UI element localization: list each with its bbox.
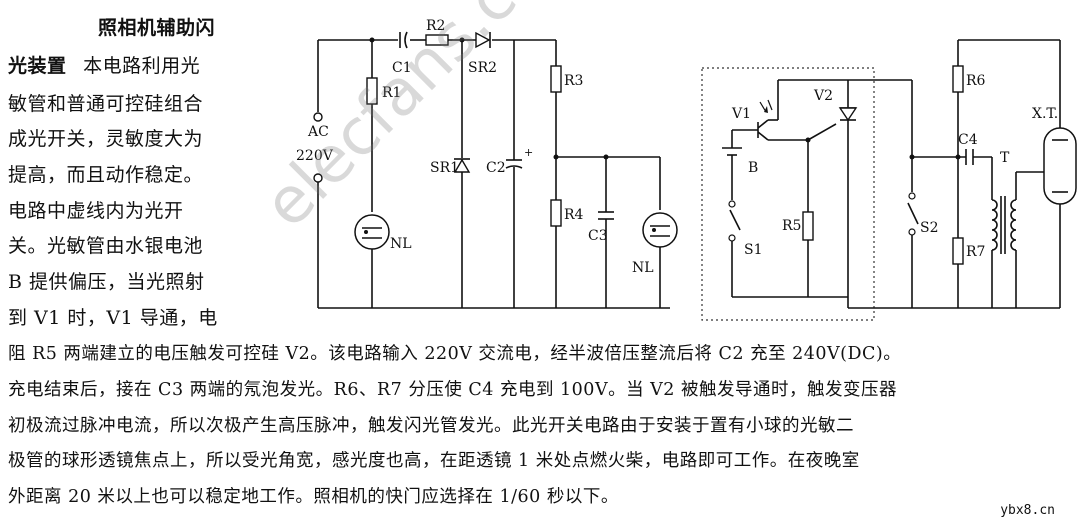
- label-r1: R1: [382, 85, 401, 101]
- label-r2: R2: [426, 18, 445, 34]
- resistor-r1: R1: [366, 40, 401, 212]
- label-r7: R7: [966, 244, 985, 260]
- label-s2: S2: [920, 220, 939, 236]
- article-line-9: 阻 R5 两端建立的电压触发可控硅 V2。该电路输入 220V 交流电，经半波倍…: [8, 344, 902, 364]
- article-line-12: 极管的球形透镜焦点上，所以受光角宽，感光度也高，在距透镜 1 米处点燃火柴，电路…: [8, 451, 860, 471]
- flash-tube-xt: X.T.: [1032, 40, 1077, 308]
- resistor-r5: R5: [782, 140, 814, 297]
- article-line-10: 充电结束后，接在 C3 两端的氖泡发光。R6、R7 分压使 C4 充电到 100…: [8, 380, 897, 400]
- resistor-r7: R7: [952, 237, 985, 308]
- article-line-8: 到 V1 时，V1 导通，电: [8, 307, 218, 329]
- label-ac: AC: [307, 124, 329, 140]
- article-title-part1: 照相机辅助闪: [98, 17, 216, 39]
- label-b: B: [748, 160, 758, 176]
- svg-text:+: +: [524, 146, 533, 159]
- label-sr1: SR1: [430, 160, 459, 176]
- label-r4: R4: [564, 207, 584, 223]
- label-c3: C3: [588, 228, 608, 244]
- capacitor-c3: C3: [588, 157, 614, 308]
- label-v1: V1: [731, 106, 751, 122]
- light-switch-boundary: [701, 67, 875, 321]
- article-line-1: 光装置 本电路利用光: [8, 52, 200, 80]
- article-line-4: 提高，而且动作稳定。: [8, 164, 204, 186]
- label-xt: X.T.: [1032, 106, 1058, 122]
- label-c2: C2: [486, 160, 506, 176]
- label-nl-right: NL: [632, 260, 654, 276]
- label-t: T: [1000, 150, 1010, 166]
- neon-lamp-right: NL: [632, 157, 678, 308]
- site-mark: ybx8.cn: [1000, 503, 1055, 518]
- article-line-3: 成光开关，灵敏度大为: [8, 128, 204, 150]
- label-s1: S1: [744, 242, 763, 258]
- label-c4: C4: [958, 132, 978, 148]
- article-line-5: 电路中虚线内为光开: [8, 200, 184, 222]
- ac-input: AC 220V: [296, 40, 334, 308]
- label-220v: 220V: [296, 148, 334, 164]
- article-line-11: 初极流过脉冲电流，所以次极产生高压脉冲，触发闪光管发光。此光开关电路由于安装于置…: [8, 416, 854, 436]
- transformer-t: T: [991, 150, 1044, 308]
- switch-s2: S2: [907, 80, 939, 308]
- label-nl-left: NL: [390, 236, 412, 252]
- neon-lamp-left: NL: [354, 214, 412, 308]
- article-line-13: 外距离 20 米以上也可以稳定地工作。照相机的快门应选择在 1/60 秒以下。: [8, 487, 619, 507]
- diode-sr1: SR1: [430, 40, 471, 308]
- scr-v2: V2: [813, 80, 858, 297]
- article-title-part2: 光装置: [8, 55, 67, 77]
- resistor-r6: R6: [952, 65, 986, 232]
- resistor-r2: R2: [425, 18, 449, 46]
- label-r5: R5: [782, 218, 801, 234]
- label-sr2: SR2: [468, 60, 497, 76]
- article-line-2: 敏管和普通可控硅组合: [8, 93, 204, 115]
- label-c1: C1: [392, 60, 412, 76]
- capacitor-c2: C2 +: [486, 40, 533, 308]
- phototransistor-v1: V1: [731, 99, 808, 141]
- label-r3: R3: [564, 73, 583, 89]
- label-r6: R6: [966, 73, 986, 89]
- capacitor-c4: C4: [958, 132, 992, 165]
- circuit-diagram: AC 220V C1 R2 SR2 R1 NL: [296, 18, 1077, 321]
- capacitor-c1: C1: [392, 31, 412, 76]
- resistor-r3: R3: [550, 40, 583, 200]
- article-line-6: 关。光敏管由水银电池: [8, 235, 204, 257]
- switch-s1: S1: [728, 200, 763, 297]
- diode-sr2: SR2: [468, 31, 497, 76]
- label-v2: V2: [813, 88, 833, 104]
- resistor-r4: R4: [550, 199, 584, 308]
- article-line-1-rest: 本电路利用光: [83, 55, 201, 77]
- article-line-7: B 提供偏压，当光照射: [8, 271, 205, 293]
- battery-b: B: [722, 130, 758, 200]
